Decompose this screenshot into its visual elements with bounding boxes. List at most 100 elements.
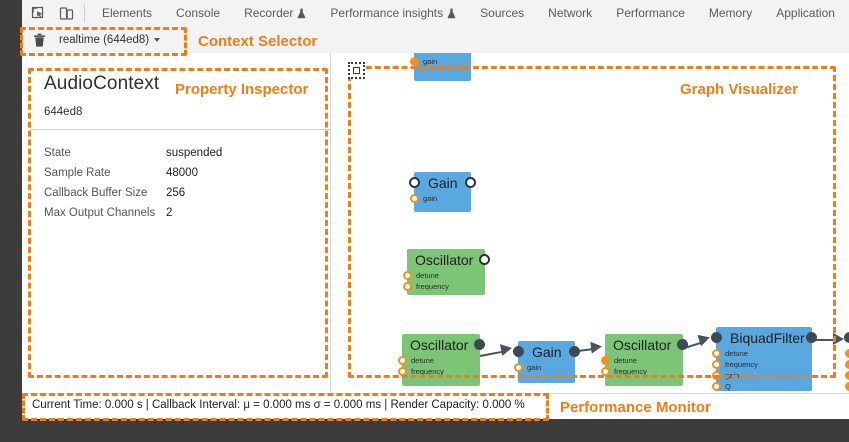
tab-label: Performance insights (330, 6, 444, 20)
graph-node-output-port[interactable] (479, 254, 490, 265)
graph-audioparam-port[interactable] (514, 363, 523, 372)
tab-label: Console (176, 6, 221, 20)
property-value: suspended (166, 147, 223, 159)
graph-audioparam-label: gain (423, 194, 438, 203)
graph-node-oscillator[interactable] (407, 249, 485, 295)
graph-audioparam-port[interactable] (601, 367, 610, 376)
property-key: Max Output Channels (44, 207, 156, 219)
experimental-flask-icon (447, 8, 456, 18)
graph-audioparam-label: detune (725, 349, 748, 358)
window-frame-bottom (0, 418, 849, 442)
graph-edge (807, 339, 835, 341)
property-key: Sample Rate (44, 167, 111, 179)
annotation-label-performance-monitor: Performance Monitor (560, 399, 711, 416)
graph-audioparam-port[interactable] (410, 57, 419, 66)
graph-node-output-port[interactable] (569, 346, 580, 357)
graph-audioparam-label: frequency (416, 282, 449, 291)
trash-icon[interactable] (30, 31, 48, 49)
graph-node-input-port[interactable] (513, 346, 524, 357)
graph-audioparam-label: frequency (614, 367, 647, 376)
context-selector-dropdown[interactable]: realtime (644ed8) (55, 31, 164, 49)
tabbar-tabs: Elements Console Recorder Performance insig… (90, 0, 847, 26)
graph-node-input-port[interactable] (711, 332, 722, 343)
graph-node-label: Gain (532, 344, 562, 360)
graph-node-output-port[interactable] (806, 332, 817, 343)
graph-audioparam-port[interactable] (712, 382, 721, 391)
inspect-element-icon[interactable] (25, 2, 51, 24)
context-id-value: 644ed8 (44, 106, 83, 118)
tab-memory[interactable]: Memory (697, 0, 764, 26)
graph-node-output-port[interactable] (465, 177, 476, 188)
tab-label: Application (776, 6, 835, 20)
page-title: AudioContext (44, 73, 160, 94)
graph-node-input-port[interactable] (409, 177, 420, 188)
graph-node-output-port[interactable] (474, 339, 485, 350)
graph-audioparam-port[interactable] (601, 356, 610, 365)
tab-elements[interactable]: Elements (90, 0, 164, 26)
tab-console[interactable]: Console (164, 0, 232, 26)
window-frame-left (0, 0, 22, 442)
experimental-flask-icon (298, 8, 306, 18)
devtools-tabbar: Elements Console Recorder Performance insig… (22, 0, 849, 27)
tab-label: Sources (480, 6, 525, 20)
tabbar-divider (84, 4, 85, 22)
graph-node-input-port[interactable] (844, 332, 849, 343)
graph-node-biquadfilter[interactable] (716, 327, 812, 391)
chevron-down-icon (154, 38, 161, 42)
tab-performance[interactable]: Performance (604, 0, 697, 26)
experimental-flask-icon (297, 8, 306, 19)
graph-audioparam-port[interactable] (712, 371, 721, 380)
graph-audioparam-label: frequency (725, 360, 758, 369)
graph-audioparam-label: Q (725, 382, 731, 391)
graph-audioparam-port[interactable] (845, 382, 849, 391)
webaudio-toolbar: realtime (644ed8) (22, 26, 849, 54)
graph-audioparam-port[interactable] (845, 349, 849, 358)
annotation-label-context-selector: Context Selector (198, 33, 318, 50)
tab-network[interactable]: Network (536, 0, 604, 26)
property-row: State suspended (44, 143, 324, 163)
graph-audioparam-port[interactable] (712, 360, 721, 369)
graph-edge-arrow (590, 340, 603, 354)
graph-edge-arrow (833, 333, 844, 345)
graph-audioparam-port[interactable] (403, 271, 412, 280)
property-row: Callback Buffer Size 256 (44, 183, 324, 203)
graph-audioparam-port[interactable] (712, 349, 721, 358)
graph-node-output-port[interactable] (677, 339, 688, 350)
divider (30, 129, 330, 130)
graph-visualizer-panel[interactable]: GaingainGaingainOscillatordetunefrequenc… (352, 53, 849, 393)
graph-audioparam-port[interactable] (845, 371, 849, 380)
tab-label: Network (548, 6, 593, 20)
tab-label: Elements (102, 6, 153, 20)
performance-monitor-text: Current Time: 0.000 s | Callback Interva… (32, 399, 525, 411)
property-value: 256 (166, 187, 186, 199)
tabbar-icon-group (22, 0, 79, 26)
tab-label: Recorder (244, 6, 294, 20)
selection-handle[interactable] (348, 62, 365, 79)
graph-audioparam-port[interactable] (398, 356, 407, 365)
graph-node-label: Gain (428, 175, 458, 191)
graph-edge-arrow (697, 331, 712, 347)
annotation-label-property-inspector: Property Inspector (175, 81, 309, 98)
graph-audioparam-label: gain (423, 57, 438, 66)
tab-performance-insights[interactable]: Performance insights (318, 0, 468, 26)
tab-recorder[interactable]: Recorder (232, 0, 318, 26)
tab-sources[interactable]: Sources (468, 0, 536, 26)
device-toolbar-icon[interactable] (53, 2, 79, 24)
annotation-label-graph-visualizer: Graph Visualizer (680, 81, 799, 98)
graph-audioparam-port[interactable] (398, 367, 407, 376)
graph-node-gain[interactable] (414, 172, 471, 212)
graph-node-label: BiquadFilter (730, 330, 805, 346)
graph-audioparam-port[interactable] (403, 282, 412, 291)
graph-audioparam-label: gain (527, 363, 542, 372)
property-key: State (44, 147, 71, 159)
property-key: Callback Buffer Size (44, 187, 148, 199)
graph-audioparam-port[interactable] (410, 194, 419, 203)
graph-audioparam-port[interactable] (845, 360, 849, 369)
tab-application[interactable]: Application (764, 0, 847, 26)
